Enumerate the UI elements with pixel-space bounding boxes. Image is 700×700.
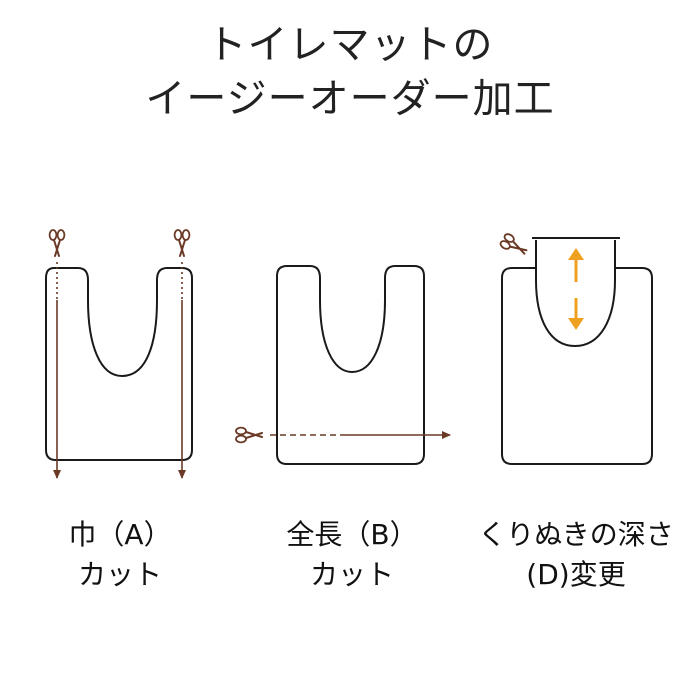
caption-width-cut: 巾（A） カット	[10, 515, 230, 595]
title-line-1: トイレマットの	[206, 22, 494, 68]
caption-length-cut: 全長（B） カット	[242, 515, 462, 595]
panel-length-cut	[235, 265, 451, 465]
scissors-icon	[235, 426, 263, 444]
mat-outline	[501, 267, 653, 465]
caption-line-2: (D)変更	[526, 558, 626, 591]
mat-outline	[276, 265, 425, 465]
caption-line-2: カット	[77, 558, 162, 591]
arrow-up-head	[568, 248, 584, 260]
caption-line-1: くりぬきの深さ	[478, 518, 674, 551]
title-line-2: イージーオーダー加工	[145, 76, 555, 122]
mat-outline	[45, 267, 193, 461]
caption-line-2: カット	[309, 558, 394, 591]
caption-line-1: 全長（B）	[286, 518, 418, 551]
scissors-icon	[498, 231, 531, 260]
caption-depth-change: くりぬきの深さ (D)変更	[466, 515, 686, 595]
cutout-extension	[532, 237, 620, 280]
panel-width-cut	[45, 229, 193, 479]
panel-depth-change	[498, 231, 653, 465]
scissors-icon	[173, 229, 191, 257]
scissors-icon	[48, 229, 66, 257]
caption-line-1: 巾（A）	[68, 518, 172, 551]
arrow-down-head	[568, 318, 584, 330]
